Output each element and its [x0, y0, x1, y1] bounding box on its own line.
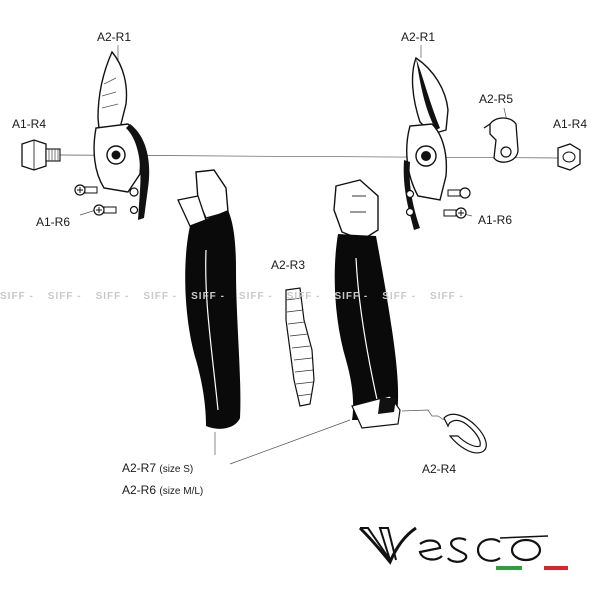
label-a2r6-code: A2-R6	[122, 483, 157, 497]
catch-part	[483, 117, 519, 163]
italian-flag-stripes	[496, 566, 568, 570]
watermark-text: SIFF -	[430, 291, 464, 302]
watermark-band: SIFF - SIFF - SIFF - SIFF - SIFF - SIFF - SIFF…	[0, 291, 600, 303]
label-a2r1-left: A2-R1	[97, 30, 132, 44]
label-a2r5: A2-R5	[479, 92, 514, 106]
label-a2r3: A2-R3	[271, 258, 306, 272]
label-a1r4-left: A1-R4	[12, 117, 47, 131]
watermark-text: SIFF -	[191, 291, 225, 302]
left-blade-part	[93, 50, 150, 220]
right-screws-part	[443, 187, 471, 219]
label-a2r7-code: A2-R7	[122, 461, 157, 475]
brand-logo	[358, 526, 549, 565]
label-a1r4-right: A1-R4	[553, 117, 588, 131]
label-a2r6: A2-R6 (size M/L)	[122, 483, 203, 497]
label-a2r7: A2-R7 (size S)	[122, 461, 193, 475]
watermark-text: SIFF -	[382, 291, 417, 302]
right-nut-part	[557, 143, 581, 171]
watermark-text: SIFF -	[143, 291, 178, 302]
watermark-text: SIFF -	[334, 291, 369, 302]
watermark-text: SIFF -	[0, 291, 34, 302]
spring-part	[285, 287, 315, 407]
left-handle-part	[177, 169, 241, 429]
watermark-text: SIFF -	[47, 291, 82, 302]
watermark-text: SIFF -	[286, 291, 321, 302]
left-screws-part	[74, 184, 117, 216]
label-a2r1-right: A2-R1	[401, 30, 436, 44]
label-a1r6-right: A1-R6	[478, 213, 513, 227]
watermark-text: SIFF -	[95, 291, 130, 302]
right-handle-part	[333, 179, 401, 429]
label-a1r6-left: A1-R6	[36, 215, 71, 229]
label-a2r4: A2-R4	[422, 462, 457, 476]
watermark-text: SIFF -	[238, 291, 273, 302]
left-bolt-part	[21, 139, 61, 171]
label-a2r7-size: (size S)	[159, 464, 194, 475]
right-blade-part	[403, 56, 449, 230]
clip-part	[443, 413, 487, 454]
label-a2r6-size: (size M/L)	[159, 486, 204, 497]
